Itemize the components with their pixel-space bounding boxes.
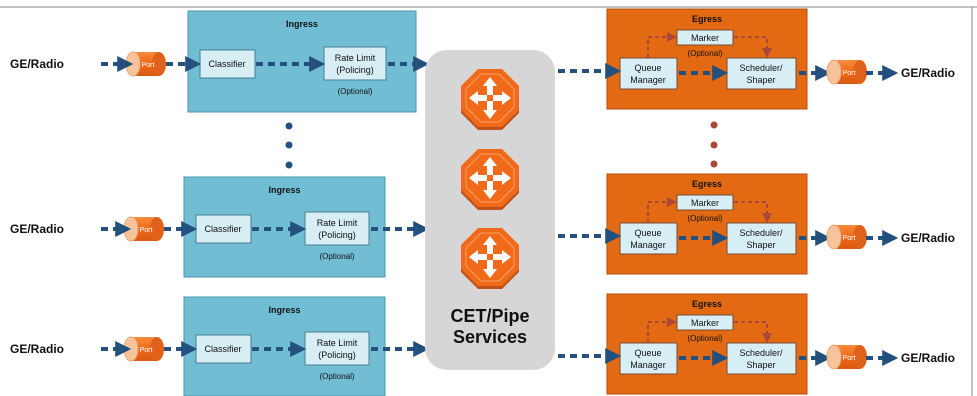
optional-label: (Optional) (687, 214, 722, 223)
port-icon: Port (125, 51, 166, 77)
shaper-label: Shaper (746, 360, 775, 370)
manager-label: Manager (630, 240, 666, 250)
scheduler-label: Scheduler/ (739, 348, 783, 358)
port-icon: Port (123, 216, 164, 242)
marker-path-out (734, 201, 772, 223)
egress-title: Egress (692, 179, 722, 189)
port-label: Port (140, 227, 153, 234)
port-label: Port (140, 347, 153, 354)
optional-label: (Optional) (319, 372, 354, 381)
input-label: GE/Radio (10, 57, 64, 71)
rate-limit-label: Rate Limit (317, 218, 358, 228)
port-label: Port (843, 70, 856, 77)
egress-ellipsis (710, 121, 718, 168)
optional-label: (Optional) (319, 252, 354, 261)
queue-manager-box (619, 342, 678, 375)
classifier-box (199, 49, 256, 79)
marker-label: Marker (691, 198, 719, 208)
optional-label: (Optional) (337, 87, 372, 96)
marker-box (676, 194, 734, 211)
port-label: Port (843, 235, 856, 242)
port-icon: Port (826, 59, 867, 85)
queue-label: Queue (634, 228, 661, 238)
router-icon (461, 69, 519, 130)
scheduler-label: Scheduler/ (739, 63, 783, 73)
scheduler-box (726, 342, 797, 375)
scheduler-box (726, 222, 797, 255)
center-title-line2: Services (453, 327, 527, 347)
cet-pipe-services: CET/Pipe Services (425, 50, 555, 370)
marker-path-in (647, 32, 677, 58)
ingress-ellipsis (285, 122, 293, 169)
marker-path-out (734, 36, 772, 58)
marker-box (676, 314, 734, 331)
queue-manager-box (619, 222, 678, 255)
marker-path-in (647, 197, 677, 223)
marker-path-out (734, 321, 772, 343)
shaper-label: Shaper (746, 75, 775, 85)
rate-limit-box (304, 331, 370, 366)
policing-label: (Policing) (318, 350, 356, 360)
rate-limit-label: Rate Limit (335, 53, 376, 63)
input-label: GE/Radio (10, 222, 64, 236)
output-label: GE/Radio (901, 351, 955, 365)
marker-path-in (647, 317, 677, 343)
classifier-label: Classifier (204, 344, 241, 354)
classifier-box (195, 334, 252, 364)
classifier-label: Classifier (204, 224, 241, 234)
optional-label: (Optional) (687, 49, 722, 58)
egress-title: Egress (692, 14, 722, 24)
marker-label: Marker (691, 318, 719, 328)
marker-label: Marker (691, 33, 719, 43)
policing-label: (Policing) (318, 230, 356, 240)
rate-limit-box (323, 46, 387, 81)
optional-label: (Optional) (687, 334, 722, 343)
rate-limit-box (304, 211, 370, 246)
marker-box (676, 29, 734, 46)
egress-rows: EgressMarker(Optional)QueueManagerSchedu… (558, 8, 955, 395)
router-icon (461, 228, 519, 289)
ingress-title: Ingress (286, 19, 318, 29)
center-title-line1: CET/Pipe (450, 306, 529, 326)
output-label: GE/Radio (901, 66, 955, 80)
port-icon: Port (826, 224, 867, 250)
router-icon (461, 149, 519, 210)
output-label: GE/Radio (901, 231, 955, 245)
policing-label: (Policing) (336, 65, 374, 75)
scheduler-label: Scheduler/ (739, 228, 783, 238)
rate-limit-label: Rate Limit (317, 338, 358, 348)
queue-label: Queue (634, 348, 661, 358)
egress-title: Egress (692, 299, 722, 309)
ingress-title: Ingress (268, 305, 300, 315)
shaper-label: Shaper (746, 240, 775, 250)
port-icon: Port (826, 344, 867, 370)
manager-label: Manager (630, 360, 666, 370)
ingress-title: Ingress (268, 185, 300, 195)
port-label: Port (142, 62, 155, 69)
classifier-label: Classifier (208, 59, 245, 69)
port-label: Port (843, 355, 856, 362)
input-label: GE/Radio (10, 342, 64, 356)
queue-label: Queue (634, 63, 661, 73)
port-icon: Port (123, 336, 164, 362)
manager-label: Manager (630, 75, 666, 85)
